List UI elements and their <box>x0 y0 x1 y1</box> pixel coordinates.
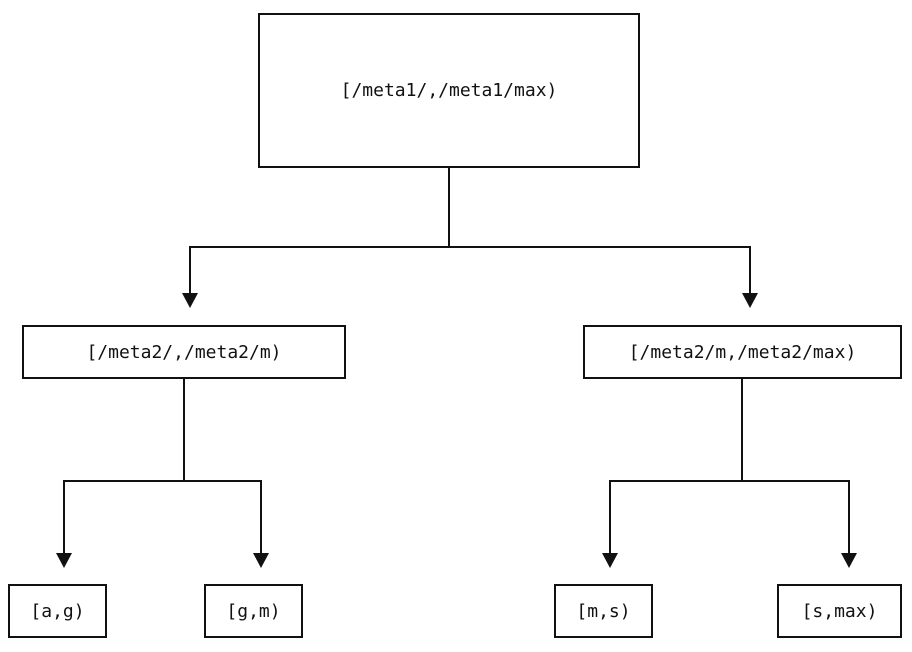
arrowhead-down-icon <box>56 553 72 568</box>
node-right-mid: [/meta2/m,/meta2/max) <box>583 325 902 379</box>
connector-leftmid-to-children <box>63 379 262 553</box>
node-left-mid: [/meta2/,/meta2/m) <box>22 325 346 379</box>
node-leaf-ag: [a,g) <box>8 584 107 638</box>
arrowhead-down-icon <box>182 293 198 308</box>
connector-rightmid-to-children <box>609 379 850 553</box>
arrowhead-down-icon <box>602 553 618 568</box>
node-leaf-gm: [g,m) <box>204 584 303 638</box>
node-leaf-ms: [m,s) <box>554 584 653 638</box>
connector-root-to-children <box>189 168 751 293</box>
node-leaf-smax: [s,max) <box>777 584 902 638</box>
node-root: [/meta1/,/meta1/max) <box>258 13 640 168</box>
arrowhead-down-icon <box>742 293 758 308</box>
arrowhead-down-icon <box>841 553 857 568</box>
arrowhead-down-icon <box>253 553 269 568</box>
